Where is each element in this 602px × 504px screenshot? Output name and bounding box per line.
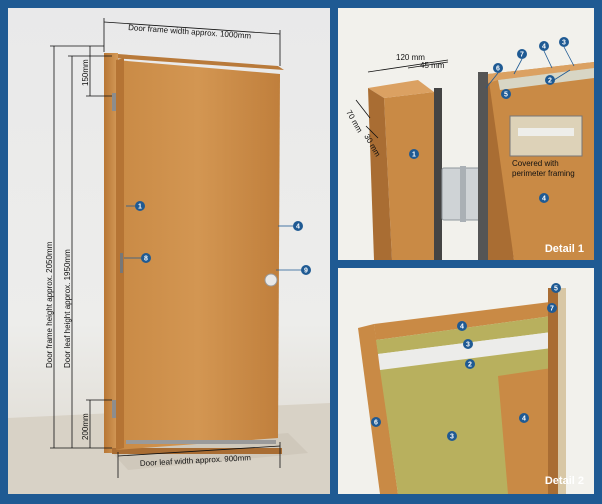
covered-label-line2: perimeter framing xyxy=(512,169,575,178)
svg-text:3: 3 xyxy=(466,342,470,349)
detail-1-caption: Detail 1 xyxy=(545,243,584,255)
detail-1-dimension-lines xyxy=(355,59,449,139)
svg-text:6: 6 xyxy=(496,66,500,73)
frame-profile-top xyxy=(368,80,434,98)
door-illustration: Door frame width approx. 1000mm Door lea… xyxy=(8,18,330,494)
detail-2-panel: 5 7 4 3 2 3 4 6 Detail 2 xyxy=(338,268,594,494)
svg-text:9: 9 xyxy=(304,268,308,275)
frame-profile-front xyxy=(384,92,442,260)
detail-1-panel: Covered with perimeter framing 120 mm 45… xyxy=(338,8,594,260)
svg-text:4: 4 xyxy=(296,224,300,231)
detail-1-illustration: Covered with perimeter framing 120 mm 45… xyxy=(344,37,594,260)
detail-1-marker-2: 2 xyxy=(545,75,555,85)
frame-top xyxy=(104,53,284,70)
covered-label-line1: Covered with xyxy=(512,159,559,168)
detail-1-marker-7: 7 xyxy=(517,49,527,59)
dim-70-label: 70 mm xyxy=(344,109,364,135)
detail-2-marker-4b: 4 xyxy=(519,413,529,423)
edge-framing-left xyxy=(358,324,398,494)
marker-4: 4 xyxy=(293,221,303,231)
face-sheet xyxy=(498,368,554,494)
wool-layer-top xyxy=(376,316,552,354)
detail-1-marker-5: 5 xyxy=(501,89,511,99)
dimension-lines xyxy=(50,18,281,478)
frame-width-label: Door frame width approx. 1000mm xyxy=(128,23,252,41)
stile-seal xyxy=(558,288,566,494)
stile-right xyxy=(548,288,558,494)
svg-text:1: 1 xyxy=(412,152,416,159)
detail-2-marker-5: 5 xyxy=(551,283,561,293)
detail-1-marker-6: 6 xyxy=(493,63,503,73)
detail-1-marker-1: 1 xyxy=(409,149,419,159)
svg-text:1: 1 xyxy=(138,204,142,211)
hinge-top xyxy=(112,93,116,111)
leaf-face xyxy=(488,62,594,260)
svg-text:3: 3 xyxy=(562,40,566,47)
hinge-bottom xyxy=(112,400,116,418)
detail-2-caption: Detail 2 xyxy=(545,475,584,487)
svg-text:4: 4 xyxy=(542,44,546,51)
marker-leaders xyxy=(124,205,302,271)
svg-text:5: 5 xyxy=(554,286,558,293)
frame-profile-side xyxy=(368,88,392,260)
detail-2-marker-6: 6 xyxy=(371,417,381,427)
svg-text:3: 3 xyxy=(450,434,454,441)
dim-45-label: 45 mm xyxy=(420,61,445,70)
dim-120-label: 120 mm xyxy=(396,53,425,62)
main-door-panel: Door frame width approx. 1000mm Door lea… xyxy=(8,8,330,494)
svg-text:5: 5 xyxy=(504,92,508,99)
detail-1-marker-4a: 4 xyxy=(539,41,549,51)
frame-height-label: Door frame height approx. 2050mm xyxy=(45,241,54,368)
detail-1-leaders xyxy=(485,46,575,89)
detail-1-marker-4b: 4 xyxy=(539,193,549,203)
lock-plate xyxy=(120,253,123,273)
svg-text:6: 6 xyxy=(374,420,378,427)
detail-1-marker-3: 3 xyxy=(559,37,569,47)
door-knob xyxy=(264,273,278,287)
frame-seal-groove xyxy=(434,88,442,260)
bottom-seal xyxy=(126,440,276,444)
svg-text:2: 2 xyxy=(548,78,552,85)
svg-text:4: 4 xyxy=(460,324,464,331)
detail-2-marker-7: 7 xyxy=(547,303,557,313)
frame-left-jamb xyxy=(104,53,118,453)
core-board xyxy=(378,332,552,370)
detail-2-marker-3b: 3 xyxy=(447,431,457,441)
marker-9: 9 xyxy=(301,265,311,275)
svg-text:8: 8 xyxy=(144,256,148,263)
svg-text:4: 4 xyxy=(542,196,546,203)
svg-text:2: 2 xyxy=(468,362,472,369)
dim-150-label: 150mm xyxy=(81,59,90,86)
door-leaf xyxy=(116,60,280,450)
svg-text:7: 7 xyxy=(520,52,524,59)
svg-text:4: 4 xyxy=(522,416,526,423)
svg-text:7: 7 xyxy=(550,306,554,313)
top-framing-band xyxy=(374,302,552,340)
detail-2-marker-4a: 4 xyxy=(457,321,467,331)
dim-200-label: 200mm xyxy=(81,413,90,440)
leaf-top xyxy=(478,62,594,86)
marker-8: 8 xyxy=(141,253,151,263)
hinge-pin xyxy=(460,166,466,222)
detail-2-illustration: 5 7 4 3 2 3 4 6 Detail 2 xyxy=(358,283,584,494)
detail-2-marker-2: 2 xyxy=(465,359,475,369)
leaf-height-label: Door leaf height approx. 1950mm xyxy=(63,249,72,368)
marker-1: 1 xyxy=(135,201,145,211)
leaf-seal xyxy=(478,72,488,260)
detail-2-marker-3a: 3 xyxy=(463,339,473,349)
inset-core xyxy=(518,128,574,136)
